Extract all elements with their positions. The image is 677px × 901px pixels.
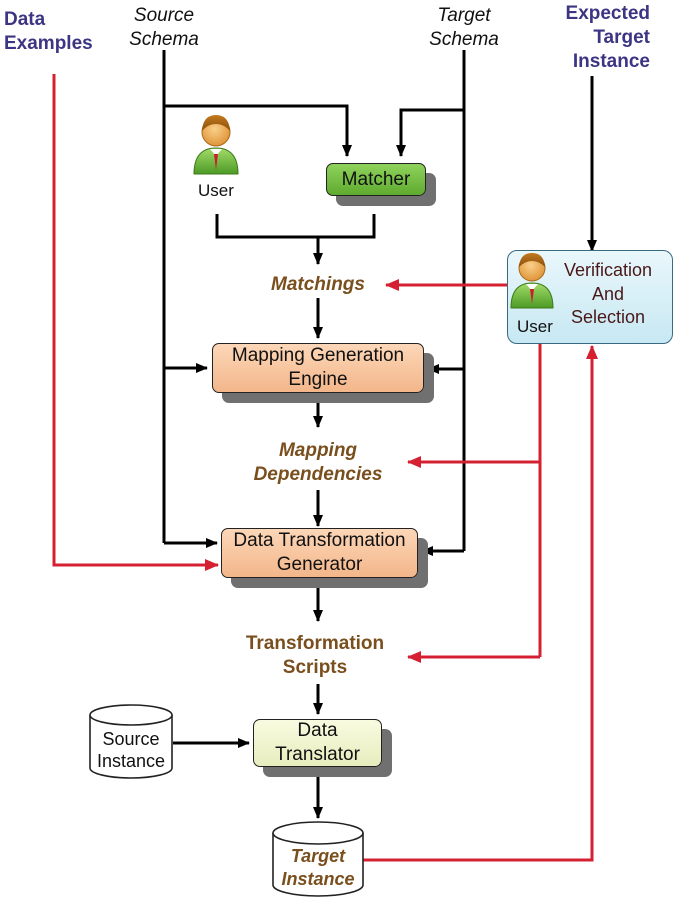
- user-icon: [193, 115, 239, 175]
- target-to-matcher-arrow: [396, 108, 464, 157]
- data-examples-label: Data Examples: [4, 9, 93, 54]
- data-translator-box: Data Translator: [253, 719, 382, 767]
- user-icon: [510, 253, 554, 309]
- source-instance-cylinder: [89, 704, 173, 779]
- source-schema-label: Source Schema: [129, 5, 199, 50]
- target-instance-to-verification-arrow: [363, 345, 598, 862]
- matcher-box: Matcher: [326, 163, 426, 196]
- verification-text: Verification And Selection: [563, 260, 653, 327]
- source-instance-label: Source Instance: [96, 729, 166, 771]
- expected-target-instance-label: Expected Target Instance: [565, 3, 650, 72]
- mapping-generation-engine-box: Mapping Generation Engine: [212, 343, 424, 393]
- target-instance-label: Target Instance: [281, 846, 355, 889]
- target-schema-label: Target Schema: [429, 5, 499, 50]
- user-label: User: [198, 181, 234, 200]
- mapping-dependencies-label: Mapping Dependencies: [253, 440, 383, 485]
- data-transformation-generator-box: Data Transformation Generator: [221, 528, 418, 578]
- transformation-scripts-label: Transformation Scripts: [245, 633, 385, 678]
- user-to-matchings-line: [215, 214, 376, 239]
- matchings-label: Matchings: [271, 274, 365, 295]
- target-instance-cylinder: [272, 821, 364, 897]
- source-to-matcher-arrow: [164, 104, 352, 157]
- data-examples-arrow: [52, 74, 219, 571]
- verification-user-label: User: [517, 317, 553, 336]
